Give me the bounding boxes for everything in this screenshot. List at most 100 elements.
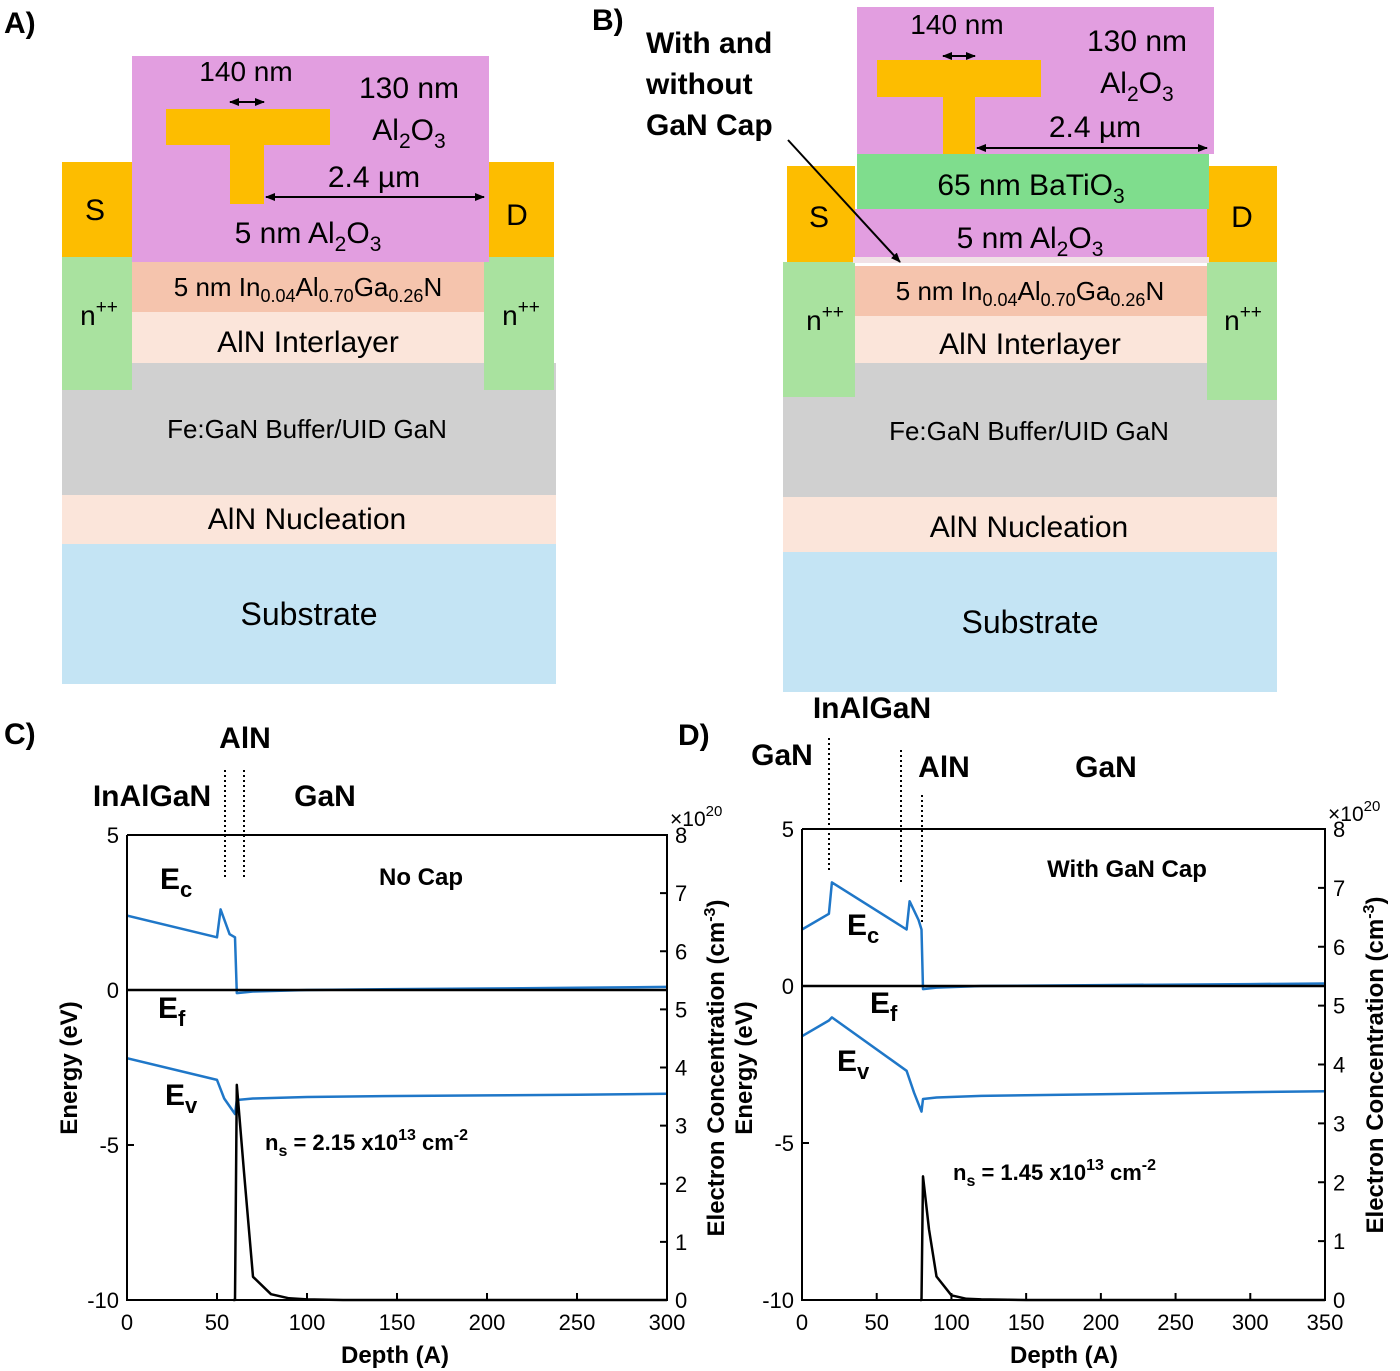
t-gate-b xyxy=(877,60,1041,154)
y2-tick-label: 3 xyxy=(1333,1111,1345,1136)
x-tick-label: 50 xyxy=(205,1310,229,1335)
thin-oxide-layer-b xyxy=(855,209,1207,263)
drain-nplus-region xyxy=(484,257,554,390)
gan-cap-layer xyxy=(853,257,1209,263)
spacing-label-b: 2.4 µm xyxy=(1049,111,1141,144)
xlabel-d: Depth (A) xyxy=(1010,1342,1118,1369)
source-nplus-region xyxy=(62,257,132,390)
batio3-label: 65 nm BaTiO3 xyxy=(937,169,1124,208)
x-tick-label: 150 xyxy=(1008,1310,1045,1335)
series-ec xyxy=(801,881,1326,991)
barrier-layer-b xyxy=(855,266,1207,316)
drain-nplus-label-b: n++ xyxy=(1224,302,1262,336)
barrier-label-b: 5 nm In0.04Al0.70Ga0.26N xyxy=(896,276,1164,310)
x-tick-label: 250 xyxy=(559,1310,596,1335)
source-nplus-label-b: n++ xyxy=(806,302,844,336)
thick-oxide-label-b: 130 nm xyxy=(1087,25,1187,58)
x-tick-label: 350 xyxy=(1307,1310,1344,1335)
xlabel-c: Depth (A) xyxy=(341,1342,449,1369)
region-inalgan-label-d: InAlGaN xyxy=(813,692,931,725)
x-tick-label: 0 xyxy=(121,1310,133,1335)
chart-c-title: No Cap xyxy=(379,864,463,891)
panel-b: B) With and without GaN Cap Substrate Al… xyxy=(592,4,1277,692)
x-tick-label: 50 xyxy=(864,1310,888,1335)
series-ec xyxy=(126,908,668,995)
interlayer-label-b: AlN Interlayer xyxy=(939,328,1121,361)
source-nplus-label: n++ xyxy=(80,297,118,331)
x-tick-label: 300 xyxy=(649,1310,686,1335)
source-nplus-region-b xyxy=(783,262,855,397)
ev-label-c: Ev xyxy=(165,1079,198,1118)
y-tick-label: 0 xyxy=(107,978,119,1003)
ec-label-c: Ec xyxy=(160,863,192,902)
y2-tick-label: 7 xyxy=(1333,876,1345,901)
ns-label-d: ns = 1.45 x1013 cm-2 xyxy=(953,1157,1156,1190)
cap-note-line-2: without xyxy=(645,68,753,101)
drain-nplus-label: n++ xyxy=(502,297,540,331)
ns-label-c: ns = 2.15 x1013 cm-2 xyxy=(265,1127,468,1160)
x-tick-label: 0 xyxy=(796,1310,808,1335)
y2-tick-label: 5 xyxy=(675,997,687,1022)
interlayer-b xyxy=(855,316,1207,363)
x-tick-label: 150 xyxy=(379,1310,416,1335)
series-electron-concentration xyxy=(233,1083,667,1302)
spacing-label: 2.4 µm xyxy=(328,161,420,194)
nucleation-label-b: AlN Nucleation xyxy=(930,511,1128,544)
y-tick-label: 5 xyxy=(107,823,119,848)
region-gan-left-label-d: GaN xyxy=(751,739,813,772)
y2-tick-label: 3 xyxy=(675,1114,687,1139)
series-electron-concentration xyxy=(920,1175,1325,1302)
source-contact xyxy=(62,162,132,257)
gate-length-label-b: 140 nm xyxy=(910,9,1003,40)
ylabel-right-d: Electron Concentration (cm-3) xyxy=(1361,897,1389,1234)
batio3-layer xyxy=(857,154,1209,209)
panel-c-label: C) xyxy=(4,718,36,751)
nucleation-layer xyxy=(62,495,556,544)
panel-a: A) Substrate AlN Nucleation Fe:GaN Buffe… xyxy=(4,7,556,684)
panel-d-label: D) xyxy=(678,719,710,752)
y2-tick-label: 5 xyxy=(1333,994,1345,1019)
barrier-layer xyxy=(132,262,484,312)
y-tick-label: 0 xyxy=(782,974,794,999)
x-tick-label: 250 xyxy=(1157,1310,1194,1335)
y2-tick-label: 0 xyxy=(675,1288,687,1313)
barrier-label: 5 nm In0.04Al0.70Ga0.26N xyxy=(174,272,442,306)
oxide-stack xyxy=(132,56,489,262)
source-label-b: S xyxy=(809,201,829,234)
drain-contact xyxy=(484,162,554,257)
drain-label-b: D xyxy=(1231,201,1253,234)
drain-label: D xyxy=(506,199,528,232)
buffer-label: Fe:GaN Buffer/UID GaN xyxy=(167,414,447,444)
y2-tick-label: 0 xyxy=(1333,1288,1345,1313)
y-tick-label: -10 xyxy=(762,1288,794,1313)
gate-length-label: 140 nm xyxy=(199,56,292,87)
y2-tick-label: 6 xyxy=(1333,935,1345,960)
cap-pointer-arrow xyxy=(787,139,901,263)
exponent-c: ×1020 xyxy=(670,803,722,831)
y2-tick-label: 8 xyxy=(1333,817,1345,842)
x-tick-label: 100 xyxy=(933,1310,970,1335)
x-tick-label: 200 xyxy=(1082,1310,1119,1335)
thick-oxide-formula: Al2O3 xyxy=(372,114,445,153)
ylabel-right-c: Electron Concentration (cm-3) xyxy=(702,900,730,1237)
thick-oxide-formula-b: Al2O3 xyxy=(1100,67,1173,106)
region-gan-label-d: GaN xyxy=(1075,751,1137,784)
region-aln-label: AlN xyxy=(219,722,271,755)
ylabel-c: Energy (eV) xyxy=(56,1001,83,1134)
nucleation-label: AlN Nucleation xyxy=(208,503,406,536)
axes-frame xyxy=(126,834,668,1301)
panel-b-label: B) xyxy=(592,4,624,37)
ef-label-d: Ef xyxy=(870,987,898,1026)
y2-tick-label: 1 xyxy=(1333,1229,1345,1254)
interlayer-label: AlN Interlayer xyxy=(217,326,399,359)
axes-frame xyxy=(801,828,1326,1301)
y2-tick-label: 4 xyxy=(675,1056,687,1081)
drain-nplus-region-b xyxy=(1207,262,1277,400)
panel-a-label: A) xyxy=(4,7,36,40)
nucleation-layer-b xyxy=(783,497,1277,552)
substrate-label: Substrate xyxy=(241,596,378,632)
